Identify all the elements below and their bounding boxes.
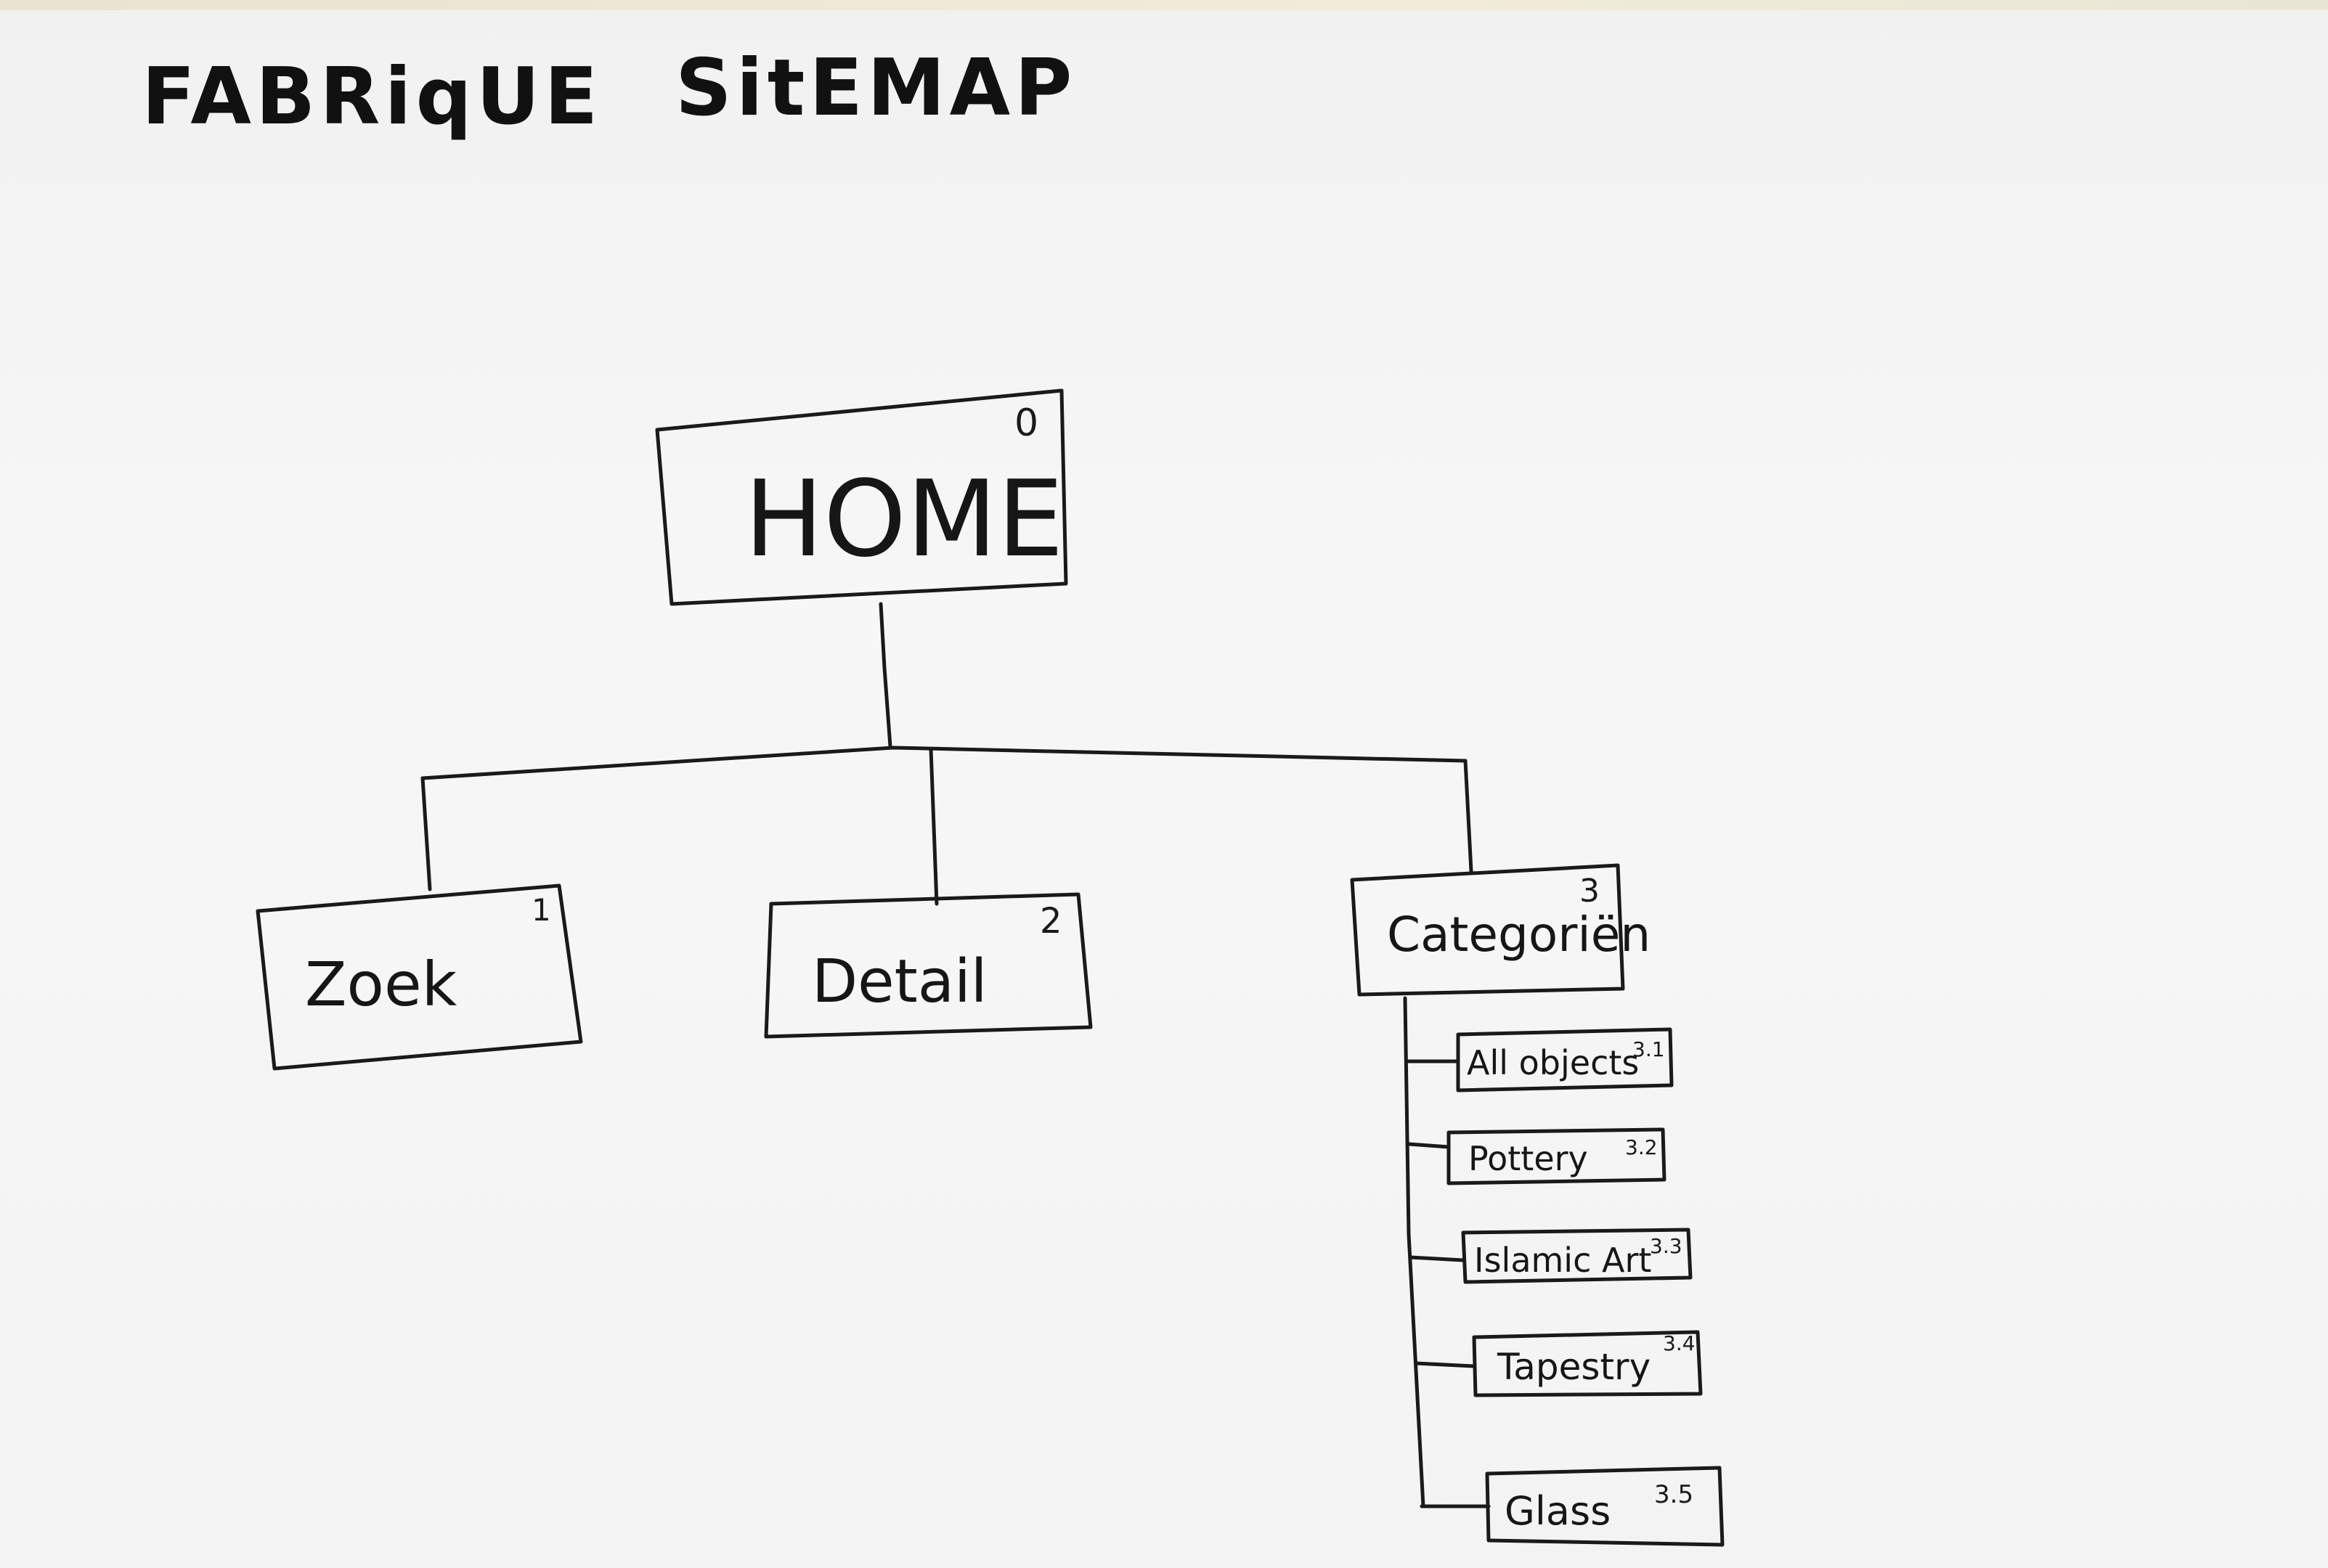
pottery-label: Pottery	[1468, 1139, 1588, 1178]
home-box	[655, 388, 1068, 606]
connectors	[420, 602, 1491, 1508]
home-label: HOME	[744, 458, 1064, 581]
zoek-number: 1	[532, 892, 551, 928]
glass-label: Glass	[1505, 1488, 1611, 1534]
home-trunk-line	[879, 602, 892, 748]
tapestry-label: Tapestry	[1497, 1346, 1651, 1388]
detail-box	[764, 892, 1093, 1039]
zoek-drop-line	[420, 776, 432, 891]
title-word-2: SitEMAP	[675, 43, 1076, 134]
islamic-art-box	[1461, 1228, 1693, 1284]
all-objects-number: 3.1	[1632, 1037, 1665, 1061]
node-zoek: Zoek 1	[256, 883, 583, 1071]
node-all-objects: All objects 3.1	[1456, 1027, 1674, 1093]
glass-number: 3.5	[1654, 1480, 1693, 1509]
title-word-1: FABRiqUE	[142, 52, 602, 142]
category-spine-line	[1403, 996, 1425, 1508]
detail-drop-line	[929, 747, 939, 906]
node-pottery: Pottery 3.2	[1446, 1127, 1666, 1185]
zoek-label: Zoek	[305, 949, 457, 1020]
node-home: HOME 0	[655, 388, 1068, 606]
node-categorien: Categoriën 3	[1350, 863, 1651, 997]
branch-line-3-3	[1408, 1255, 1465, 1262]
all-objects-box	[1456, 1027, 1674, 1093]
node-detail: Detail 2	[764, 892, 1093, 1039]
branch-line-3-4	[1414, 1361, 1476, 1368]
detail-number: 2	[1040, 901, 1062, 942]
categorien-label: Categoriën	[1387, 907, 1651, 963]
level1-bar-line	[420, 746, 1468, 780]
home-number: 0	[1014, 401, 1038, 445]
zoek-box	[256, 883, 583, 1071]
node-glass: Glass 3.5	[1485, 1466, 1725, 1547]
pottery-box	[1446, 1127, 1666, 1185]
node-tapestry: Tapestry 3.4	[1472, 1330, 1703, 1397]
detail-label: Detail	[812, 947, 988, 1016]
categorien-drop-line	[1463, 759, 1473, 873]
board-edge	[0, 0, 2328, 10]
tapestry-number: 3.4	[1663, 1331, 1696, 1355]
pottery-number: 3.2	[1625, 1135, 1658, 1159]
tapestry-box	[1472, 1330, 1703, 1397]
all-objects-label: All objects	[1467, 1043, 1639, 1082]
categorien-number: 3	[1579, 873, 1600, 910]
islamic-art-label: Islamic Art	[1474, 1241, 1651, 1280]
node-islamic-art: Islamic Art 3.3	[1461, 1228, 1693, 1284]
branch-line-3-2	[1407, 1142, 1451, 1149]
glass-box	[1485, 1466, 1725, 1547]
categorien-box	[1350, 863, 1625, 997]
islamic-art-number: 3.3	[1650, 1234, 1682, 1258]
